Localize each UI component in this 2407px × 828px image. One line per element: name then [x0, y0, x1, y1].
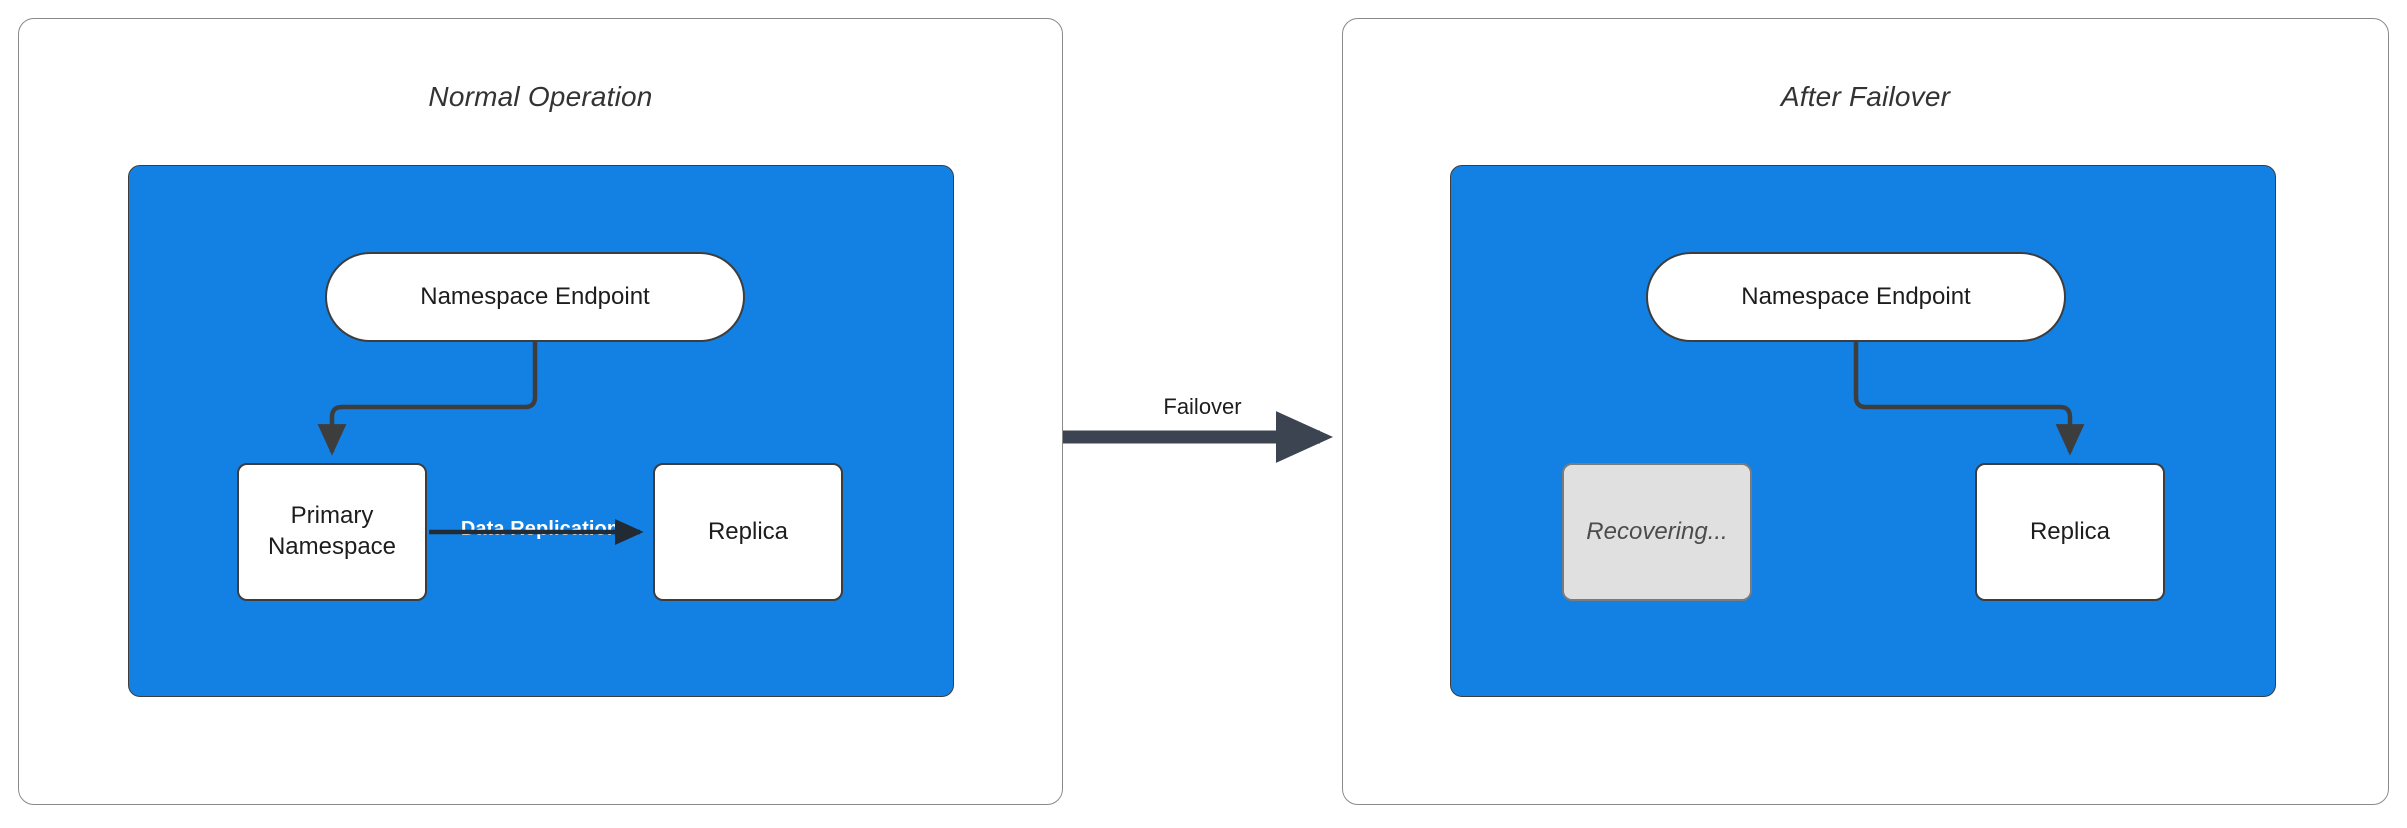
region-failover-cluster [1450, 165, 2276, 697]
panel-right-title: After Failover [1780, 81, 1951, 112]
panel-left-title: Normal Operation [428, 81, 653, 112]
edge-label-failover: Failover [1163, 394, 1242, 419]
node-namespace-endpoint-left[interactable]: Namespace Endpoint [325, 252, 745, 342]
node-replica-right-label: Replica [2029, 517, 2111, 545]
edge-label-data-replication: Data Replication [460, 518, 620, 540]
region-primary-cluster [128, 165, 954, 697]
node-recovering-label: Recovering... [1586, 517, 1728, 545]
node-replica-left[interactable]: Replica [653, 463, 843, 601]
node-primary-namespace-label: Primary Namespace [268, 501, 396, 562]
node-namespace-endpoint-right[interactable]: Namespace Endpoint [1646, 252, 2066, 342]
node-primary-namespace-label-line2: Namespace [267, 533, 397, 560]
node-namespace-endpoint-right-label: Namespace Endpoint [1741, 282, 1971, 310]
node-primary-namespace-label-line1: Primary [290, 502, 374, 530]
node-replica-right[interactable]: Replica [1975, 463, 2165, 601]
node-primary-namespace[interactable]: Primary Namespace [237, 463, 427, 601]
node-recovering[interactable]: Recovering... [1562, 463, 1752, 601]
node-replica-left-label: Replica [707, 517, 789, 545]
node-namespace-endpoint-left-label: Namespace Endpoint [420, 282, 650, 310]
